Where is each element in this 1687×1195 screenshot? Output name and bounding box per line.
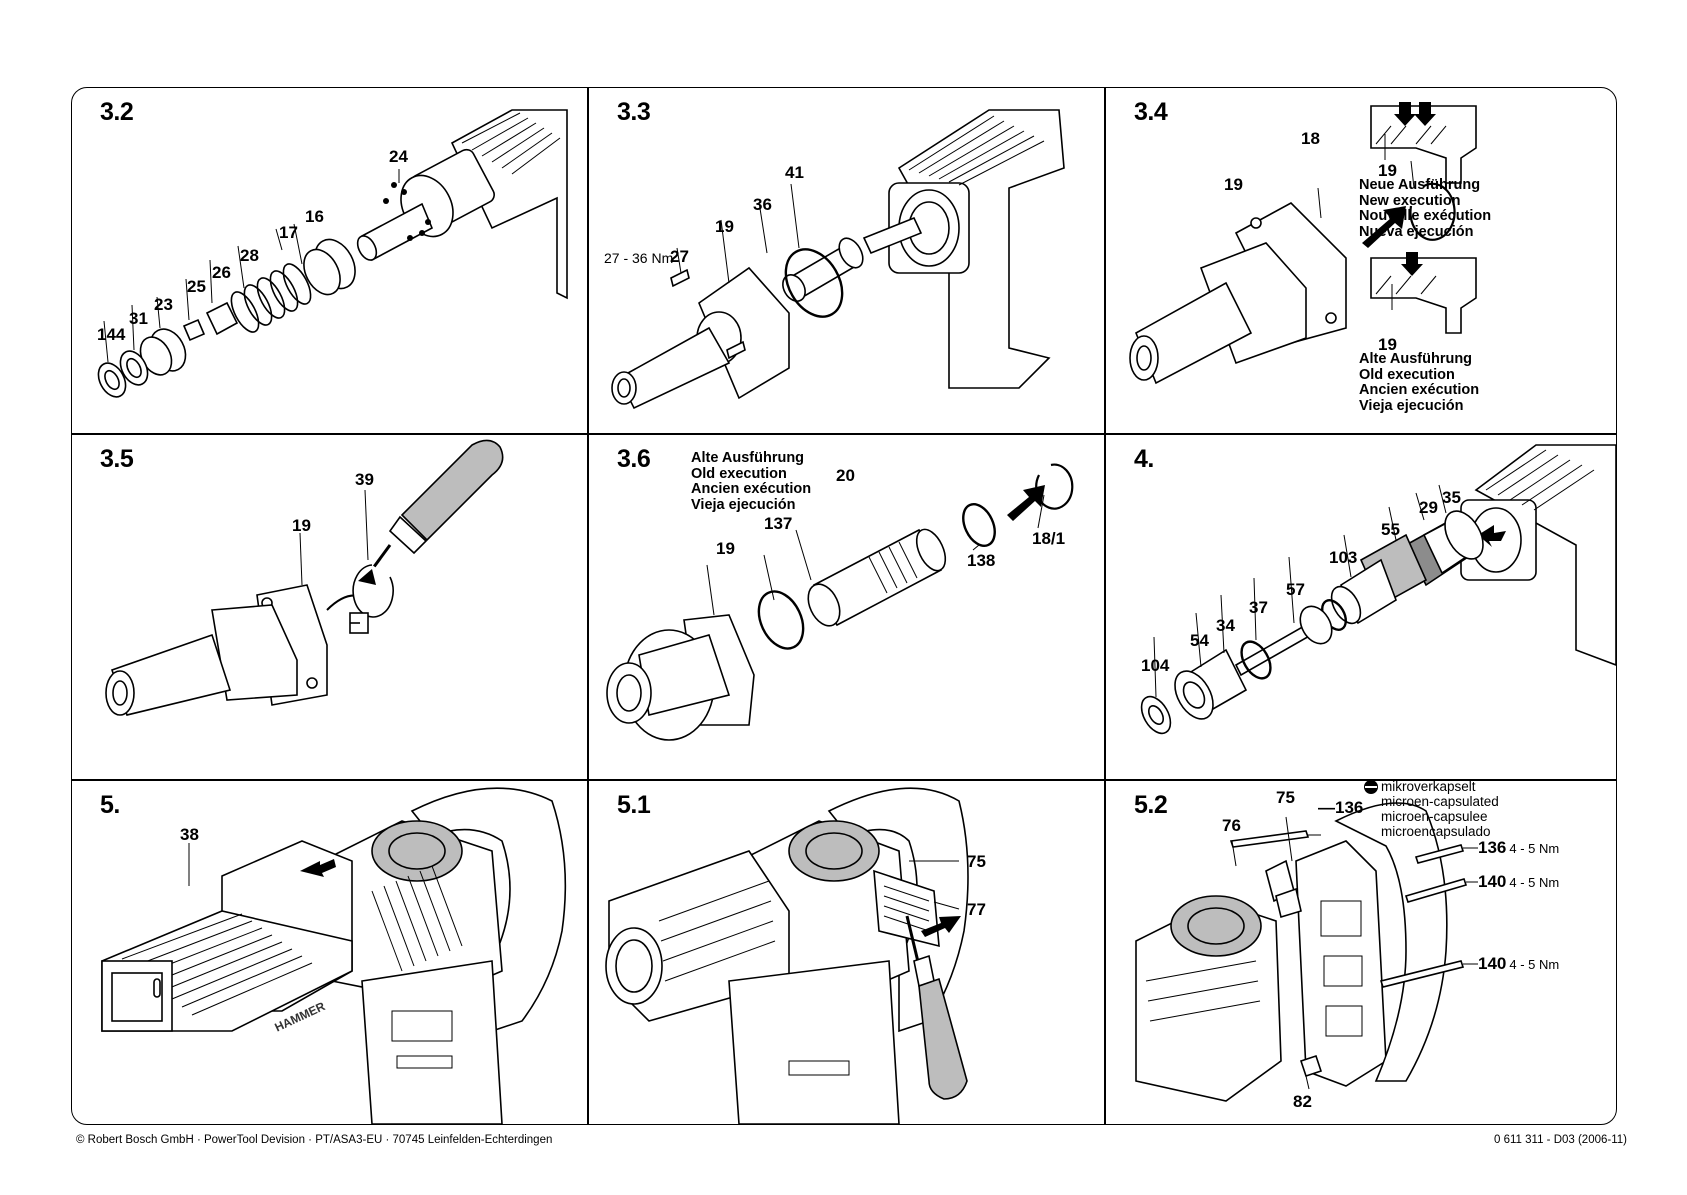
part-label-20: 20: [836, 466, 855, 485]
part-label-23: 23: [154, 295, 173, 314]
panel-title: 4.: [1134, 445, 1154, 473]
part-label-25: 25: [187, 277, 206, 296]
part-label-17: 17: [279, 223, 298, 242]
hammer-cover-removal-view: [101, 787, 567, 1124]
part-label-104: 104: [1141, 656, 1170, 675]
torque-label: 27 - 36 Nm: [604, 250, 674, 266]
part-label-38: 38: [180, 825, 199, 844]
detail-new-part-19: 19: [1378, 161, 1397, 180]
part-label-27: 27: [670, 247, 689, 266]
part-label-41: 41: [785, 163, 804, 182]
part-label-28: 28: [240, 246, 259, 265]
grid-divider: [71, 779, 1617, 781]
panel-5-2: 5.2: [1106, 781, 1616, 1124]
screwdriver-circlip-view: [105, 439, 504, 716]
part-label-29: 29: [1419, 498, 1438, 517]
part-label-16: 16: [305, 207, 324, 226]
panel-3-2: 3.2: [72, 88, 587, 433]
panel-3-5: 3.5 39 19: [72, 435, 587, 779]
part-label-26: 26: [212, 263, 231, 282]
panel-title: 3.6: [617, 445, 651, 473]
panel-3-3: 3.3: [589, 88, 1104, 433]
part-label-19: 19: [1224, 175, 1243, 194]
footer-doc-number: 0 611 311 - D03 (2006-11): [1494, 1134, 1627, 1146]
handle-plate-removal-view: [605, 787, 969, 1124]
part-label-35: 35: [1442, 488, 1461, 507]
panel-title: 3.5: [100, 445, 134, 473]
footer-copyright: © Robert Bosch GmbH · PowerTool Devision…: [76, 1134, 553, 1146]
exploded-view-spindle: [606, 463, 1074, 741]
part-label-19: 19: [715, 217, 734, 236]
part-label-54: 54: [1190, 631, 1209, 650]
panel-title: 5.2: [1134, 791, 1168, 819]
part-label-37: 37: [1249, 598, 1268, 617]
part-label-136-a: —136: [1318, 798, 1364, 817]
part-label-82: 82: [1293, 1092, 1312, 1111]
exploded-view-flange: [611, 109, 1065, 410]
part-label-31: 31: [129, 309, 148, 328]
part-label-24: 24: [389, 147, 408, 166]
flange-circlip-view: [1129, 102, 1477, 385]
part-label-18: 18: [1301, 129, 1320, 148]
grid-divider: [587, 87, 589, 1125]
panel-3-4: 3.4: [1106, 88, 1616, 433]
detail-old-part-19: 19: [1378, 335, 1397, 354]
part-label-57: 57: [1286, 580, 1305, 599]
panel-grid-frame: [71, 87, 1617, 1125]
panel-title: 3.4: [1134, 98, 1168, 126]
panel-title: 5.1: [617, 791, 651, 819]
part-label-75: 75: [967, 852, 986, 871]
part-label-34: 34: [1216, 616, 1235, 635]
exploded-view-tool-holder-4: [1140, 444, 1616, 735]
part-label-36: 36: [753, 195, 772, 214]
part-label-18-1: 18/1: [1032, 529, 1066, 548]
panel-5-1: 5.1: [589, 781, 1104, 1124]
part-label-19: 19: [716, 539, 735, 558]
part-label-137: 137: [764, 514, 793, 533]
handle-cover-screws-view: [1135, 781, 1478, 1102]
panel-title: 3.2: [100, 98, 134, 126]
exploded-view-tool-holder: [97, 109, 568, 398]
panel-5: 5.: [72, 781, 587, 1124]
panel-title: 5.: [100, 791, 120, 819]
grid-divider: [1104, 87, 1106, 1125]
panel-title: 3.3: [617, 98, 651, 126]
part-label-19: 19: [292, 516, 311, 535]
part-label-103: 103: [1329, 548, 1358, 567]
part-label-39: 39: [355, 470, 374, 489]
part-label-76: 76: [1222, 816, 1241, 835]
panel-4: 4.: [1106, 435, 1616, 779]
part-label-55: 55: [1381, 520, 1400, 539]
part-label-77: 77: [967, 900, 986, 919]
part-label-75: 75: [1276, 788, 1295, 807]
grid-divider: [71, 433, 1617, 435]
part-label-144: 144: [97, 325, 126, 344]
part-label-138: 138: [967, 551, 996, 570]
